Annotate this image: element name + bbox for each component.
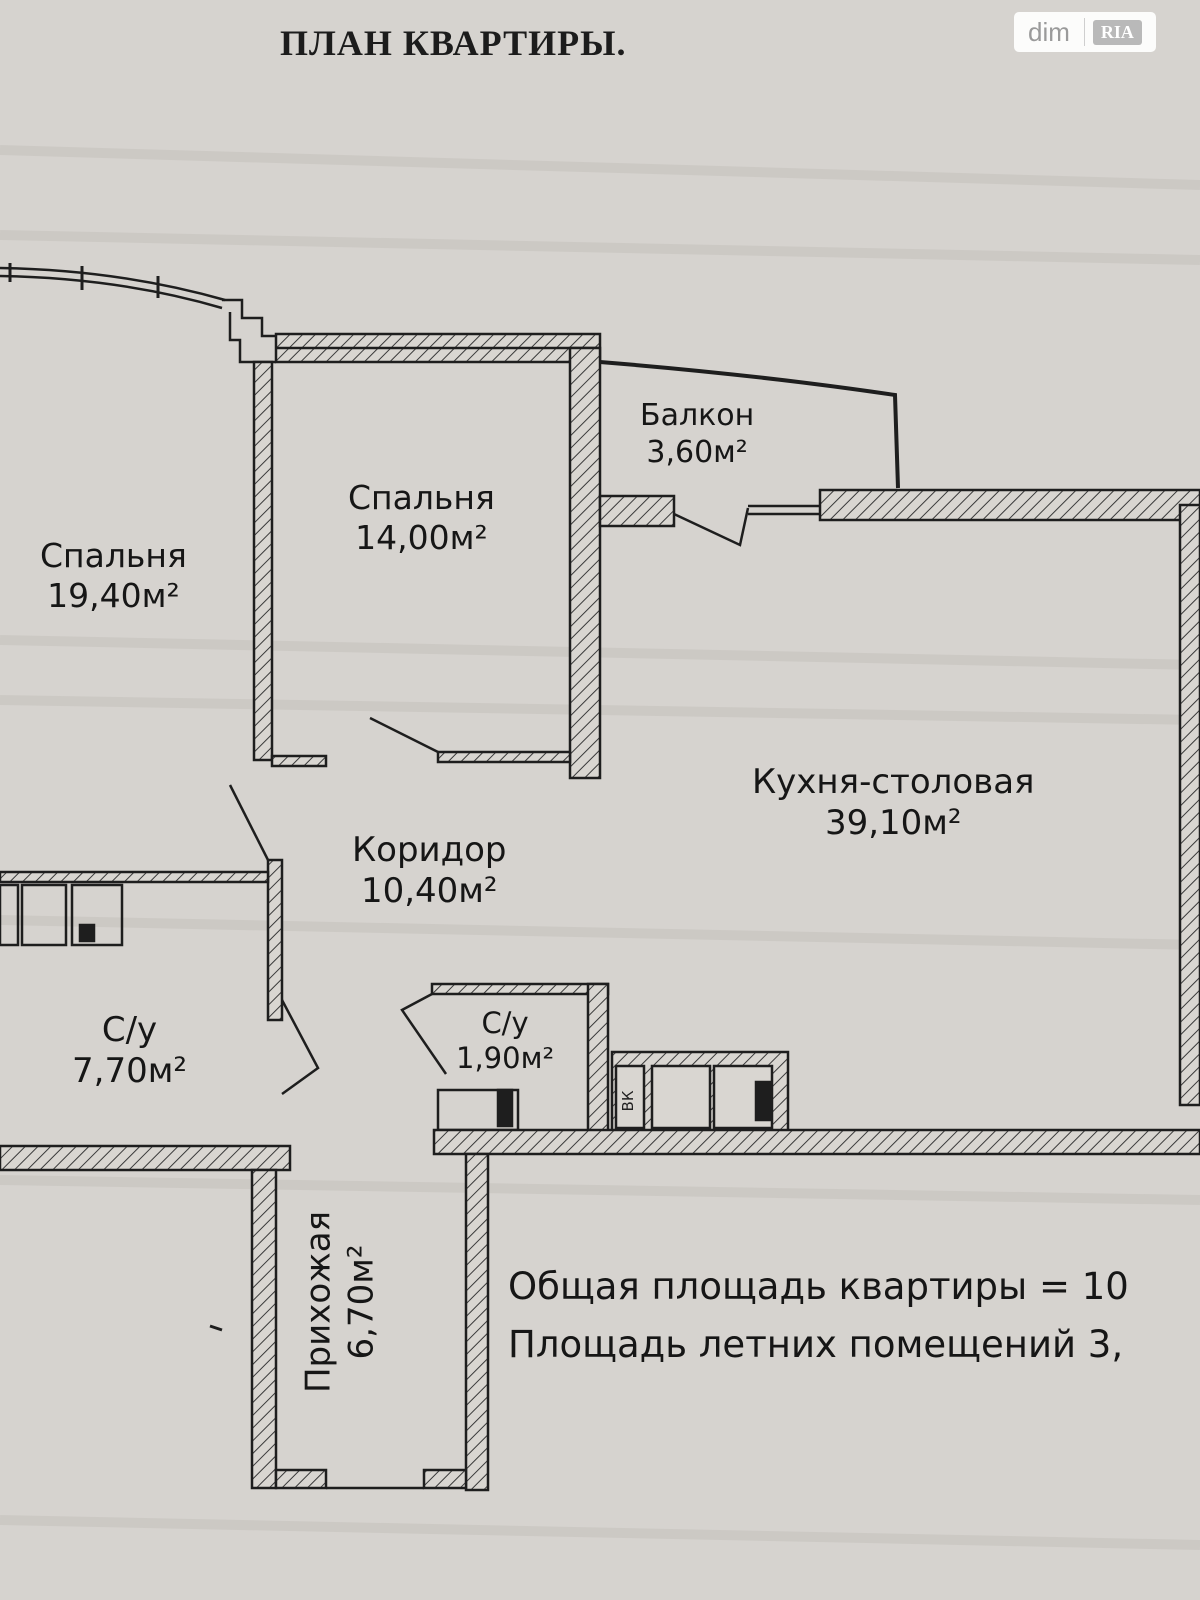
watermark-text: dim	[1028, 16, 1070, 47]
fixture-box-3	[70, 883, 124, 947]
room-name: Спальня	[348, 478, 495, 517]
bay-wall-steps	[222, 298, 276, 338]
wk-text: ВК	[619, 1090, 637, 1112]
total-area-line: Общая площадь квартиры = 10	[508, 1265, 1129, 1308]
watermark-separator	[1083, 18, 1085, 46]
fixture-box-2	[20, 883, 68, 947]
bedroom-bottom-wall-left	[270, 754, 328, 768]
room-area: 1,90м²	[456, 1041, 555, 1076]
balcony-door-swing	[673, 507, 750, 547]
bath-lower-wall	[0, 1144, 292, 1172]
area-summary: Общая площадь квартиры = 10 Площадь летн…	[508, 1258, 1200, 1374]
bedroom-door-swing	[369, 716, 439, 754]
room-area: 19,40м²	[47, 576, 180, 616]
corridor-left-wall	[266, 858, 284, 1022]
summer-area-line: Площадь летних помещений 3,	[508, 1323, 1124, 1366]
facade-curve	[0, 266, 226, 302]
room-kitchen: Кухня-столовая 39,10м²	[752, 762, 1035, 845]
room-bathroom-large: С/у 7,70м²	[72, 1010, 187, 1093]
room-bedroom-small: Спальня 14,00м²	[348, 478, 495, 559]
room-bedroom-large: Спальня 19,40м²	[40, 536, 187, 617]
room-bathroom-small: С/у 1,90м²	[456, 1006, 554, 1077]
bedroom-right-wall	[568, 346, 602, 780]
room-corridor: Коридор 10,40м²	[352, 830, 507, 913]
room-area: 14,00м²	[355, 518, 488, 558]
wk-label: ВК	[614, 1076, 642, 1126]
room-name: Прихожая	[298, 1210, 339, 1394]
room-area: 6,70м²	[341, 1244, 381, 1360]
hallway-left-wall	[250, 1168, 278, 1490]
walls	[0, 263, 1200, 1492]
room-name: Спальня	[40, 536, 187, 575]
hallway-right-wall	[464, 1152, 490, 1492]
kitchen-right-wall	[1178, 503, 1200, 1107]
corridor-door-swing	[228, 784, 270, 861]
balcony-stub-wall	[598, 494, 676, 528]
room-name: Коридор	[352, 830, 507, 870]
hallway-bottom-right	[422, 1468, 468, 1490]
plan-title: ПЛАН КВАРТИРЫ.	[280, 23, 627, 63]
room-area: 3,60м²	[646, 434, 748, 470]
room-area: 7,70м²	[72, 1051, 187, 1092]
small-bath-right-wall	[586, 982, 610, 1134]
kitchen-top-wall	[818, 488, 1200, 522]
bottom-interior-wall	[432, 1128, 1200, 1156]
bath-top-wall	[0, 870, 270, 884]
fixture-box-1	[0, 883, 20, 947]
bedroom-bottom-wall-right	[436, 750, 572, 764]
balcony-outline	[599, 360, 900, 489]
small-bath-top	[430, 982, 610, 996]
watermark-badge: RIA	[1092, 19, 1142, 45]
room-name: Кухня-столовая	[752, 762, 1035, 802]
room-name: С/у	[101, 1010, 158, 1050]
room-name: Балкон	[640, 398, 755, 433]
room-balcony: Балкон 3,60м²	[640, 398, 754, 471]
room-name: С/у	[481, 1006, 529, 1040]
small-bath-door	[400, 992, 448, 1075]
dimria-watermark: dim RIA	[1014, 12, 1156, 52]
hallway-bottom-left	[274, 1468, 328, 1490]
room-area: 39,10м²	[824, 803, 962, 844]
bath-door-swing	[280, 999, 320, 1096]
room-area: 10,40м²	[360, 871, 498, 912]
bedroom-left-wall	[252, 360, 274, 762]
